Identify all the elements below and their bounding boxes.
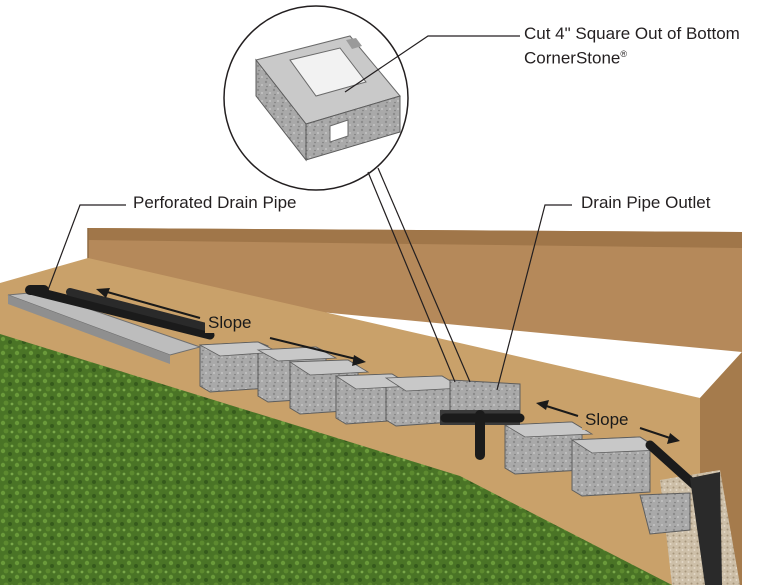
zoomed-cornerstone-block [255, 35, 401, 162]
leader-lines [47, 35, 572, 391]
slope-arrow-right [536, 400, 680, 444]
callout-pipe-outlet: Drain Pipe Outlet [581, 193, 711, 212]
leader-cut-square [344, 35, 520, 93]
callout-cut-square: Cut 4" Square Out of Bottom CornerStone® [524, 24, 740, 69]
leader-perforated-pipe [47, 204, 126, 291]
leader-zoom-left [367, 171, 456, 383]
outlet-trim [690, 472, 722, 585]
grass-lawn [0, 334, 672, 585]
back-soil-wall-shade [88, 228, 742, 248]
zoom-detail-circle [223, 5, 409, 191]
callout-perforated-pipe: Perforated Drain Pipe [133, 193, 297, 212]
drain-pipe-outlet [440, 410, 525, 460]
leader-zoom-right [377, 167, 471, 383]
callout-cut-square-line1: Cut 4" Square Out of Bottom [524, 24, 740, 43]
leader-pipe-outlet [496, 204, 572, 391]
upper-course-blocks [198, 341, 691, 535]
slope-label-right: Slope [582, 410, 632, 430]
slope-arrow-left [96, 288, 366, 366]
cornerstone-name: CornerStone [524, 48, 621, 68]
callout-cornerstone: CornerStone® [524, 44, 740, 69]
back-soil-wall [88, 228, 742, 352]
slope-label-left: Slope [205, 313, 255, 333]
perforated-drain-pipe [25, 285, 215, 340]
registered-mark: ® [620, 49, 628, 59]
